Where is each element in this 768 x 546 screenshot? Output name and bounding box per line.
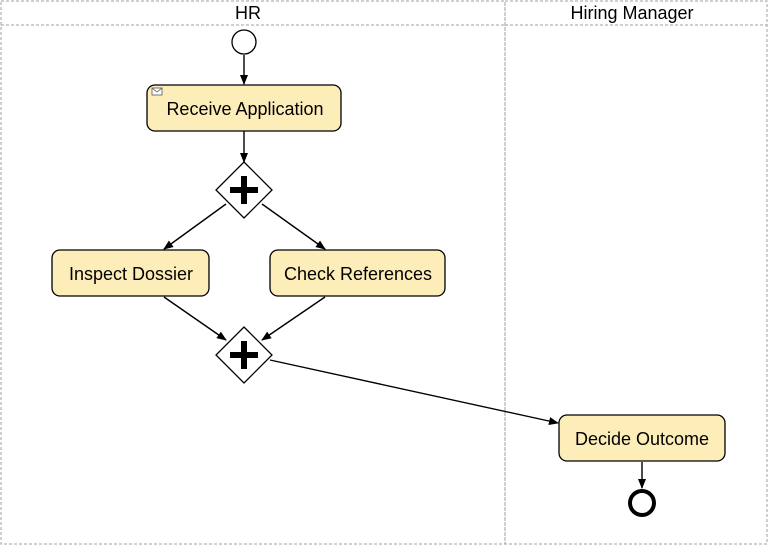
task-label: Receive Application bbox=[166, 99, 323, 119]
lane-hiring-manager: Hiring Manager bbox=[504, 0, 768, 545]
parallel-gateway-split[interactable] bbox=[215, 161, 273, 219]
flow-join-to-decide bbox=[269, 359, 559, 425]
lane-title-hr: HR bbox=[235, 3, 261, 23]
envelope-icon bbox=[151, 87, 163, 96]
flow-split-to-check bbox=[261, 203, 326, 250]
flow-check-to-join bbox=[261, 296, 326, 341]
start-event[interactable] bbox=[231, 29, 257, 55]
lane-title-hiring-manager: Hiring Manager bbox=[570, 3, 693, 23]
task-decide-outcome[interactable]: Decide Outcome bbox=[558, 414, 726, 462]
plus-icon bbox=[230, 341, 258, 369]
flow-split-to-inspect bbox=[163, 203, 227, 250]
sequence-flows bbox=[163, 55, 646, 489]
task-label: Check References bbox=[284, 264, 432, 284]
flow-inspect-to-join bbox=[163, 296, 227, 341]
task-label: Decide Outcome bbox=[575, 429, 709, 449]
end-event[interactable] bbox=[628, 489, 656, 517]
task-receive-application[interactable]: Receive Application bbox=[146, 84, 342, 132]
task-label: Inspect Dossier bbox=[69, 264, 193, 284]
lane-hr: HR bbox=[0, 0, 506, 545]
task-check-references[interactable]: Check References bbox=[269, 249, 446, 297]
task-inspect-dossier[interactable]: Inspect Dossier bbox=[51, 249, 210, 297]
parallel-gateway-join[interactable] bbox=[215, 326, 273, 384]
plus-icon bbox=[230, 176, 258, 204]
